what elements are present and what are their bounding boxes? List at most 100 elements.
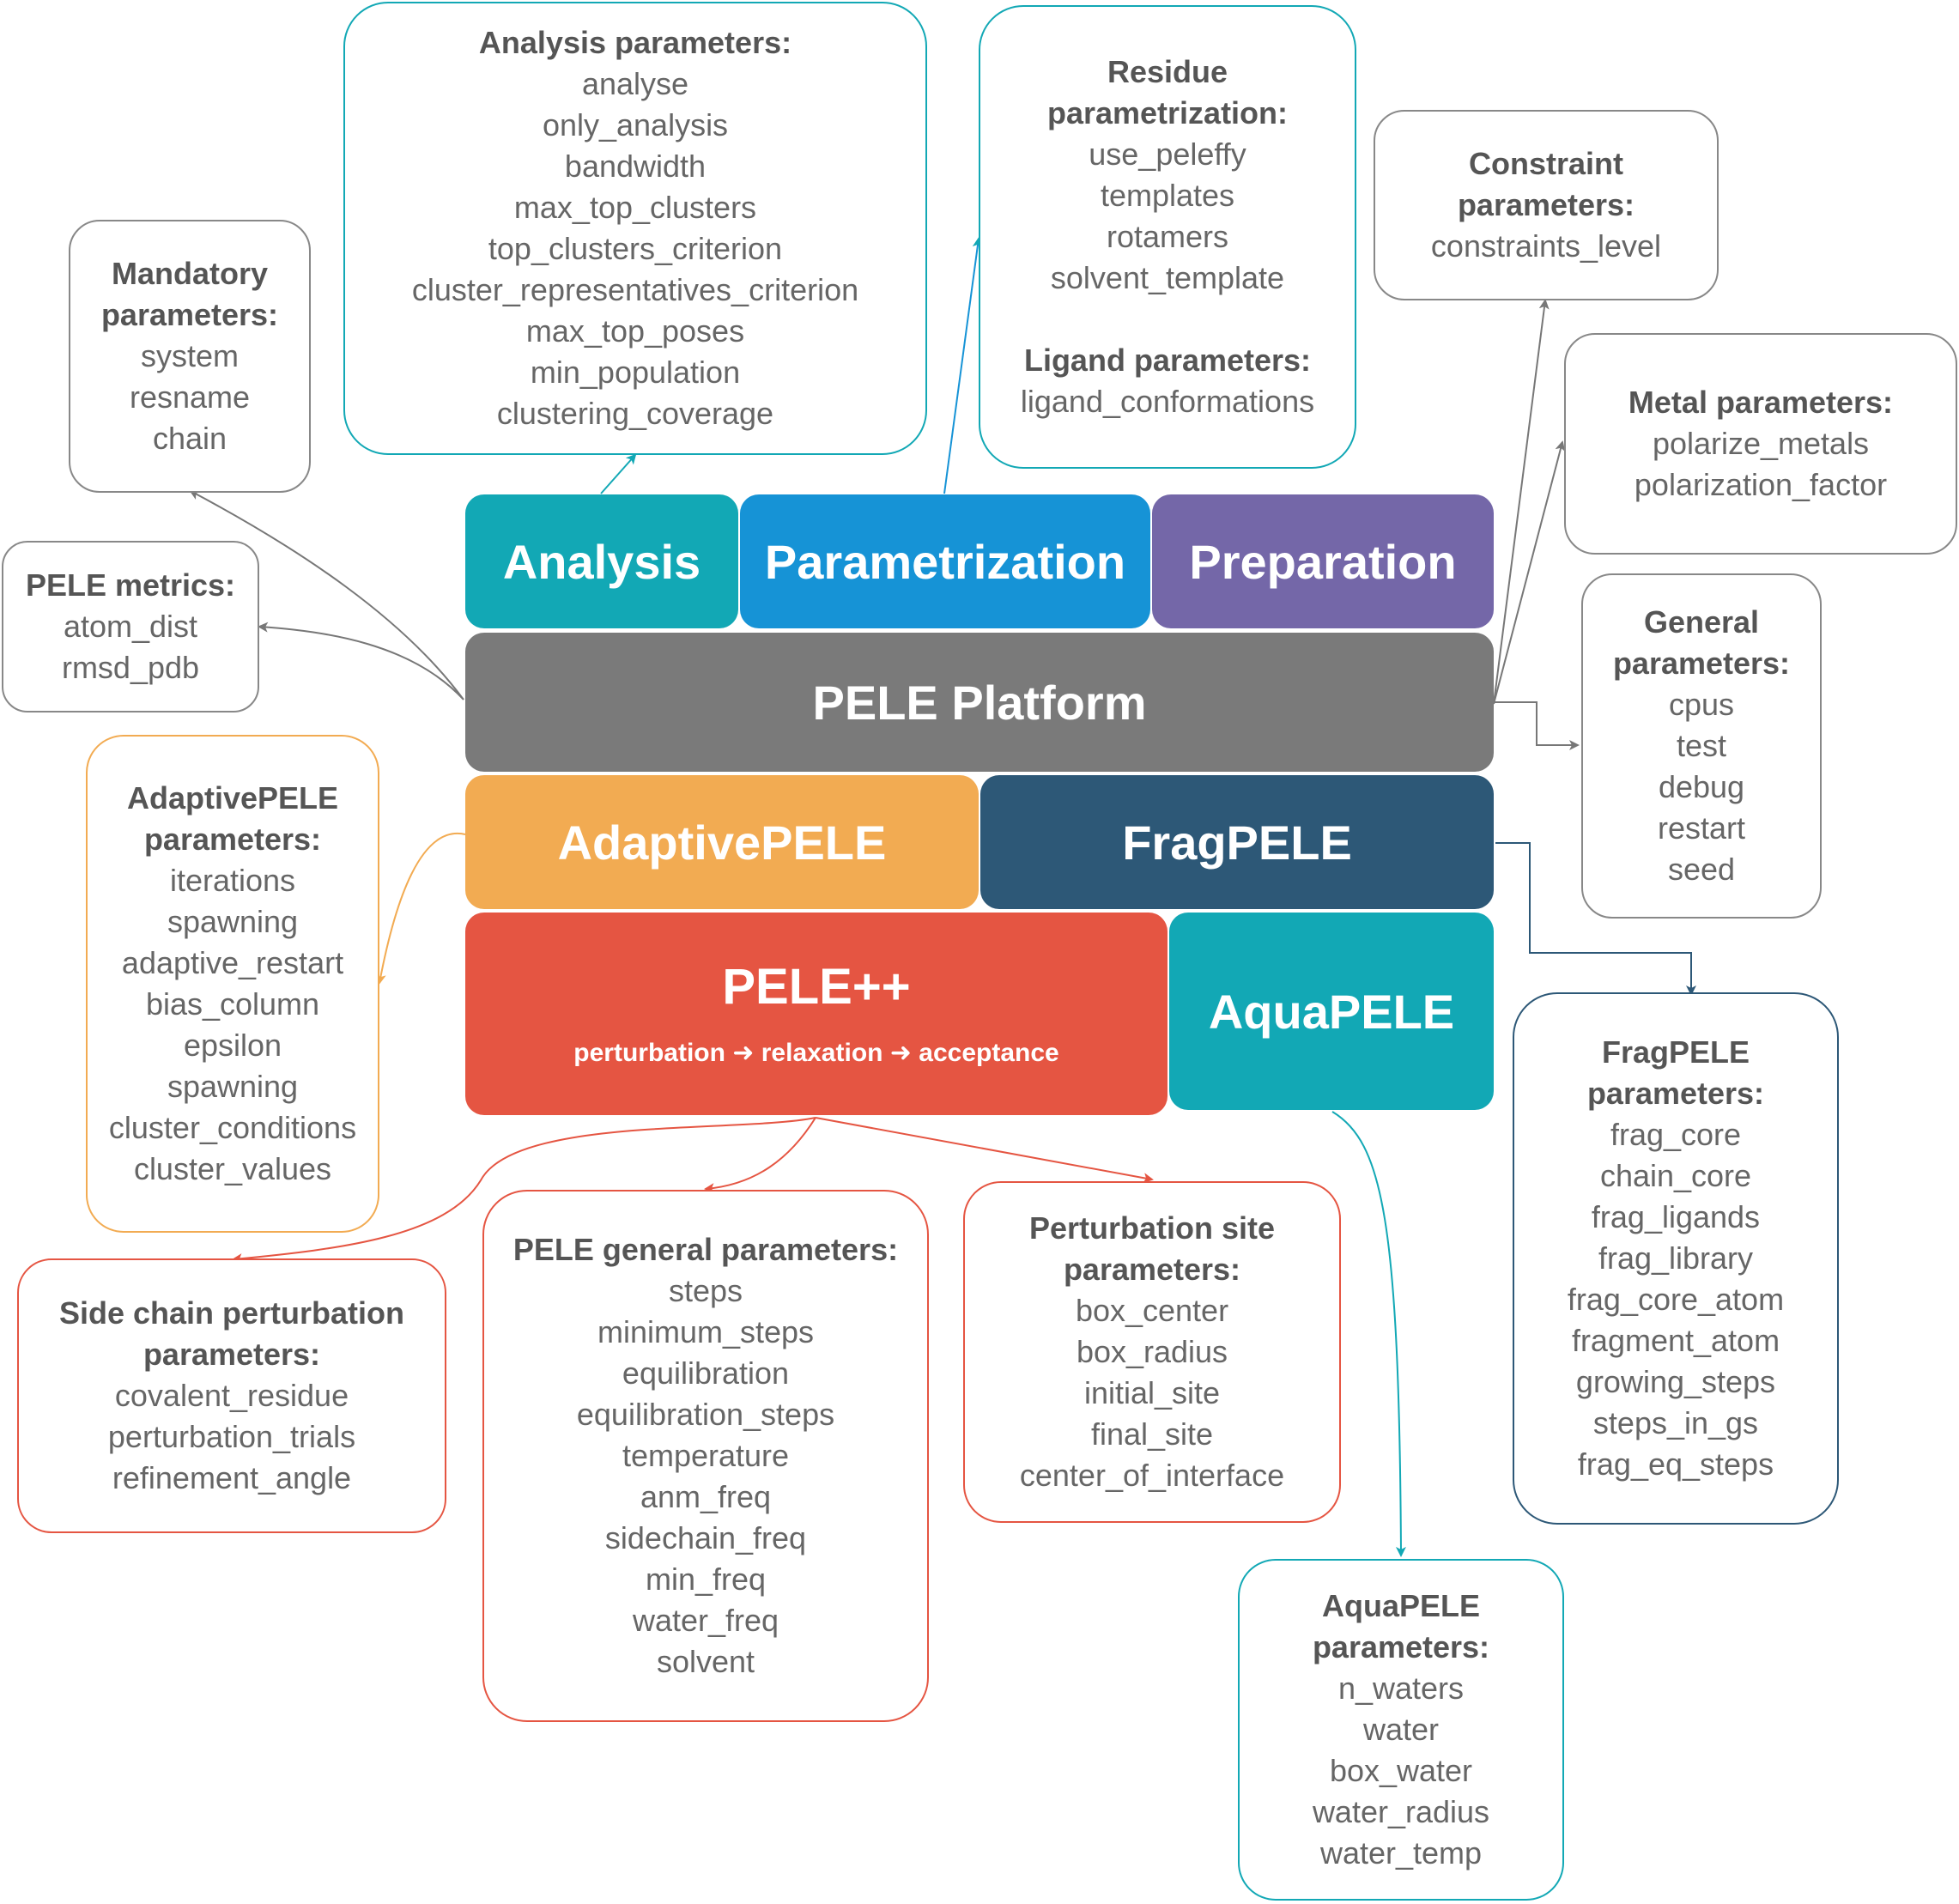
perturbation-site-title: parameters:: [1063, 1252, 1241, 1287]
param-item: frag_eq_steps: [1577, 1446, 1774, 1482]
param-item: equilibration_steps: [576, 1397, 835, 1432]
param-item: iterations: [169, 863, 296, 898]
param-item: water_temp: [1319, 1835, 1483, 1871]
arrow-general: [1494, 701, 1580, 750]
param-item: cluster_conditions: [108, 1110, 357, 1145]
param-item: min_freq: [645, 1561, 767, 1597]
mandatory-parameters-box: Mandatory parameters: system resname cha…: [69, 220, 311, 493]
param-item: restart: [1657, 810, 1746, 846]
constraint-parameters-box: Constraint parameters: constraints_level: [1374, 110, 1719, 300]
aquapele-parameters-title: parameters:: [1312, 1629, 1490, 1664]
param-item: bandwidth: [564, 149, 707, 184]
param-item: covalent_residue: [114, 1378, 349, 1413]
param-item: templates: [1100, 178, 1235, 213]
residue-parametrization-title: Residue: [1107, 54, 1228, 89]
param-item: steps_in_gs: [1592, 1405, 1759, 1440]
param-item: sidechain_freq: [604, 1520, 807, 1555]
param-item: water_radius: [1312, 1794, 1490, 1829]
aquapele-parameters-title: AquaPELE: [1321, 1588, 1481, 1623]
param-item: frag_core_atom: [1567, 1282, 1785, 1317]
constraint-parameters-title: parameters:: [1457, 187, 1635, 222]
pele-platform-module: PELE Platform: [465, 633, 1494, 772]
analysis-parameters-box: Analysis parameters: analyse only_analys…: [343, 2, 927, 455]
residue-parametrization-box: Residue parametrization: use_peleffy tem…: [979, 5, 1356, 469]
arrow-sidechain: [232, 1117, 816, 1264]
arrow-pelegeneral: [704, 1117, 816, 1194]
aquapele-parameters-box: AquaPELE parameters: n_waters water box_…: [1238, 1559, 1564, 1901]
param-item: use_peleffy: [1089, 136, 1246, 172]
param-item: frag_ligands: [1591, 1199, 1761, 1234]
fragpele-parameters-title: FragPELE: [1601, 1034, 1750, 1070]
param-item: constraints_level: [1430, 228, 1662, 264]
param-item: anm_freq: [640, 1479, 772, 1514]
param-item: final_site: [1090, 1416, 1214, 1452]
aquapele-module-label: AquaPELE: [1208, 984, 1455, 1039]
fragpele-module-label: FragPELE: [1122, 815, 1352, 870]
pele-general-parameters-title: PELE general parameters:: [512, 1232, 899, 1267]
param-item: clustering_coverage: [496, 396, 774, 431]
fragpele-parameters-title: parameters:: [1586, 1076, 1765, 1111]
aquapele-module: AquaPELE: [1169, 913, 1494, 1110]
pelepp-module-subtitle: perturbation ➜ relaxation ➜ acceptance: [573, 1039, 1059, 1067]
adaptivepele-parameters-title: AdaptivePELE: [126, 780, 339, 816]
param-item: solvent_template: [1050, 260, 1285, 295]
arrow-metrics: [258, 622, 464, 700]
metal-parameters-box: Metal parameters: polarize_metals polari…: [1564, 333, 1957, 555]
arrow-analysis: [600, 453, 637, 494]
general-parameters-title: parameters:: [1612, 646, 1791, 681]
param-item: center_of_interface: [1019, 1458, 1285, 1493]
arrow-mandatory: [189, 490, 464, 700]
analysis-parameters-title: Analysis parameters:: [478, 25, 792, 60]
param-item: max_top_poses: [525, 313, 745, 349]
param-item: fragment_atom: [1571, 1323, 1780, 1358]
param-item: min_population: [530, 355, 741, 390]
mandatory-parameters-title: parameters:: [100, 297, 279, 332]
param-item: growing_steps: [1575, 1364, 1776, 1399]
general-parameters-title: General: [1643, 604, 1760, 640]
sidechain-perturbation-box: Side chain perturbation parameters: cova…: [17, 1258, 446, 1533]
param-item: initial_site: [1083, 1375, 1221, 1410]
param-item: box_center: [1075, 1293, 1229, 1328]
general-parameters-box: General parameters: cpus test debug rest…: [1581, 573, 1822, 919]
parametrization-module-label: Parametrization: [764, 534, 1126, 589]
param-item: spawning: [167, 904, 299, 939]
mandatory-parameters-title: Mandatory: [111, 256, 269, 291]
param-item: cluster_representatives_criterion: [411, 272, 859, 307]
analysis-module: Analysis: [465, 494, 738, 628]
analysis-module-label: Analysis: [502, 534, 701, 589]
pele-general-parameters-box: PELE general parameters: steps minimum_s…: [482, 1190, 929, 1722]
param-item: only_analysis: [542, 107, 729, 142]
preparation-module: Preparation: [1152, 494, 1494, 628]
pelepp-module: PELE++ perturbation ➜ relaxation ➜ accep…: [465, 913, 1168, 1115]
arrow-frag: [1495, 842, 1696, 996]
adaptivepele-module: AdaptivePELE: [465, 775, 979, 909]
param-item: water: [1362, 1712, 1440, 1747]
arrow-perturbation: [815, 1117, 1154, 1184]
param-item: chain_core: [1599, 1158, 1752, 1193]
param-item: equilibration: [622, 1355, 790, 1391]
arrow-residue: [943, 237, 983, 494]
pele-metrics-title: PELE metrics:: [25, 567, 236, 603]
perturbation-site-box: Perturbation site parameters: box_center…: [963, 1181, 1341, 1523]
fragpele-module: FragPELE: [980, 775, 1494, 909]
param-item: bias_column: [145, 986, 320, 1022]
arrow-metal: [1493, 440, 1566, 705]
param-item: refinement_angle: [112, 1460, 352, 1495]
param-item: water_freq: [632, 1603, 779, 1638]
adaptivepele-parameters-box: AdaptivePELE parameters: iterations spaw…: [86, 735, 379, 1233]
arrow-adaptive: [375, 832, 466, 985]
param-item: resname: [129, 379, 251, 415]
param-item: test: [1676, 728, 1727, 763]
adaptivepele-parameters-title: parameters:: [143, 822, 322, 857]
fragpele-parameters-box: FragPELE parameters: frag_core chain_cor…: [1513, 992, 1839, 1525]
param-item: box_water: [1329, 1753, 1473, 1788]
param-item: polarization_factor: [1634, 467, 1888, 502]
param-item: analyse: [581, 66, 689, 101]
param-item: temperature: [622, 1438, 790, 1473]
constraint-parameters-title: Constraint: [1469, 146, 1623, 181]
param-item: minimum_steps: [597, 1314, 815, 1349]
param-item: seed: [1667, 852, 1736, 887]
sidechain-perturbation-title: parameters:: [143, 1337, 321, 1372]
arrow-aqua: [1331, 1111, 1406, 1557]
